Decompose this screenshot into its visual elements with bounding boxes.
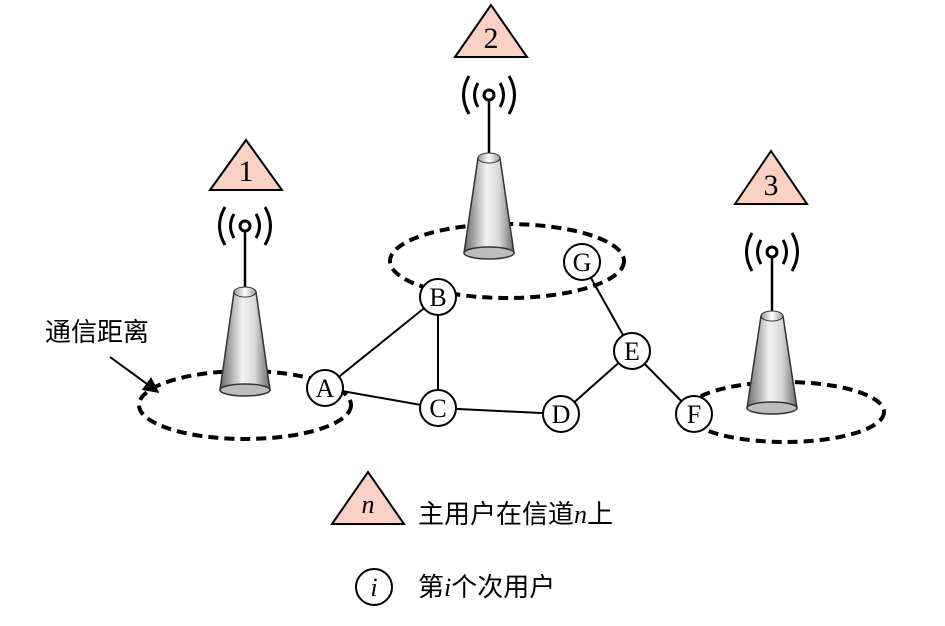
- primary-user-2: 2: [453, 3, 529, 58]
- node-layer: A B C D E F G: [306, 243, 713, 433]
- comm-range-label: 通信距离: [45, 318, 149, 348]
- legend-primary-symbol: n: [330, 470, 406, 525]
- node-circle: [306, 369, 344, 407]
- secondary-user-A: A: [306, 369, 344, 407]
- node-label: C: [429, 394, 446, 423]
- node-circle: [419, 389, 457, 427]
- secondary-user-D: D: [542, 395, 580, 433]
- node-label: E: [624, 337, 640, 366]
- primary-user-label: 3: [764, 169, 779, 202]
- secondary-user-G: G: [563, 243, 601, 281]
- node-circle: [563, 243, 601, 281]
- comm-range-1: [137, 369, 353, 441]
- node-circle: [542, 395, 580, 433]
- antenna-signal-icon: [745, 232, 799, 272]
- legend-secondary-text: 第i个次用户: [418, 573, 555, 603]
- tower-2: [463, 95, 515, 260]
- primary-user-1: 1: [208, 138, 284, 191]
- secondary-user-C: C: [419, 389, 457, 427]
- secondary-user-F: F: [675, 395, 713, 433]
- node-circle: [675, 395, 713, 433]
- antenna-signal-icon: [218, 206, 272, 246]
- node-label: A: [316, 374, 335, 403]
- node-circle: [419, 278, 457, 316]
- legend: n 主用户在信道n上 i 第i个次用户: [330, 470, 613, 606]
- node-label: G: [573, 248, 592, 277]
- legend-secondary-i: i: [370, 573, 377, 602]
- legend-primary-n: n: [362, 490, 375, 519]
- primary-user-label: 2: [484, 22, 499, 55]
- link-A-C: [324, 387, 439, 409]
- primary-user-3: 3: [733, 149, 809, 205]
- tower-1: [219, 226, 271, 397]
- tower-3: [746, 252, 798, 415]
- legend-secondary-symbol: i: [355, 568, 393, 606]
- node-circle: [613, 332, 651, 370]
- secondary-user-E: E: [613, 332, 651, 370]
- legend-primary-text: 主用户在信道n上: [418, 500, 613, 530]
- node-label: D: [552, 400, 571, 429]
- primary-user-label: 1: [239, 155, 254, 188]
- secondary-user-B: B: [419, 278, 457, 316]
- node-label: B: [429, 283, 446, 312]
- antenna-signal-icon: [462, 75, 516, 115]
- comm-range-arrow: [109, 356, 160, 393]
- link-C-D: [437, 407, 562, 415]
- link-A-B: [324, 296, 439, 389]
- node-label: F: [687, 400, 701, 429]
